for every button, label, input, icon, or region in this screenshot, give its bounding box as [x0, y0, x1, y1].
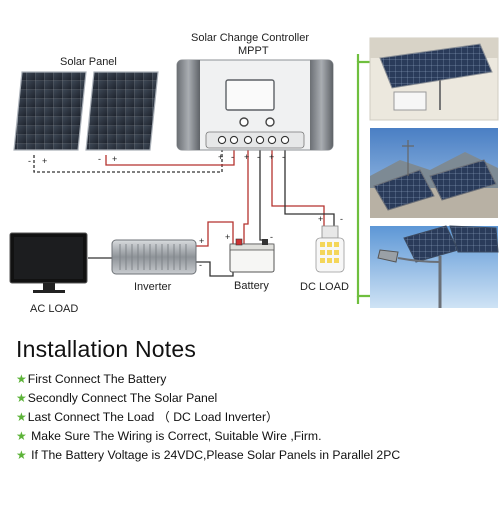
battery-mark-pos: +	[225, 232, 230, 242]
panel-negative-wire	[33, 150, 223, 173]
solar-panel-right	[85, 71, 159, 151]
controller-mark-3: +	[244, 152, 249, 162]
battery-label: Battery	[234, 280, 269, 292]
dc-load-mark-neg: -	[340, 214, 343, 224]
star-icon: ★	[16, 372, 27, 386]
dc-load-mark-pos: +	[318, 214, 323, 224]
controller-terminals	[217, 135, 290, 145]
note-item: ★Last Connect The Load （ DC Load Inverte…	[16, 408, 400, 427]
panel-right-mark-neg: -	[98, 154, 101, 164]
solar-panel-label: Solar Panel	[60, 56, 117, 68]
note-text: First Connect The Battery	[27, 372, 167, 386]
battery-negative-wire	[259, 150, 265, 244]
controller-button-right	[265, 117, 275, 127]
controller-button-left	[239, 117, 249, 127]
inverter-unit	[111, 239, 197, 275]
load-positive-wire	[271, 150, 325, 226]
note-text: Make Sure The Wiring is Correct, Suitabl…	[27, 429, 322, 443]
controller-right-fin	[310, 60, 333, 150]
photo-street-light	[370, 225, 499, 308]
inverter-label: Inverter	[134, 281, 172, 293]
controller-mark-5: +	[269, 152, 274, 162]
controller-mark-4: -	[257, 152, 260, 162]
solar-panel-group	[13, 71, 159, 151]
battery-positive-wire	[243, 150, 249, 244]
ac-load-label: AC LOAD	[30, 303, 79, 315]
controller-mark-2: -	[231, 152, 234, 162]
dc-load-label: DC LOAD	[300, 281, 349, 293]
controller-terminal-strip	[205, 131, 305, 149]
note-text: Last Connect The Load （ DC Load Inverter…	[27, 410, 279, 424]
note-text: If The Battery Voltage is 24VDC,Please S…	[27, 448, 401, 462]
panel-right-mark-pos: +	[112, 154, 117, 164]
controller-title: Solar Change Controller	[191, 32, 310, 44]
controller-mark-6: -	[282, 152, 285, 162]
note-item: ★ Make Sure The Wiring is Correct, Suita…	[16, 427, 400, 446]
load-negative-wire	[284, 150, 335, 226]
battery-unit	[229, 238, 275, 273]
panel-left-mark-neg: -	[28, 156, 31, 166]
terminal-marks: - + - + + - + - + - + - + - + -	[28, 152, 343, 270]
star-icon: ★	[16, 391, 27, 405]
note-text: Secondly Connect The Solar Panel	[27, 391, 218, 405]
star-icon: ★	[16, 429, 27, 443]
photo-rooftop	[369, 37, 499, 121]
controller-lcd	[225, 79, 275, 111]
ac-load-monitor	[9, 232, 88, 293]
installation-notes-title: Installation Notes	[16, 336, 197, 362]
controller-left-fin	[177, 60, 200, 150]
star-icon: ★	[16, 410, 27, 424]
inverter-positive-wire	[196, 221, 234, 247]
controller-subtitle: MPPT	[238, 45, 269, 57]
application-bracket	[356, 54, 370, 304]
inverter-mark-neg: -	[199, 260, 202, 270]
solar-panel-left	[13, 71, 87, 151]
note-item: ★First Connect The Battery	[16, 370, 400, 389]
panel-positive-wire	[105, 150, 235, 166]
panel-left-mark-pos: +	[42, 156, 47, 166]
inverter-negative-wire	[196, 261, 234, 277]
note-item: ★Secondly Connect The Solar Panel	[16, 389, 400, 408]
battery-mark-neg: -	[270, 232, 273, 242]
photo-solar-farm	[370, 128, 498, 218]
controller-mark-1: +	[218, 152, 223, 162]
note-item: ★ If The Battery Voltage is 24VDC,Please…	[16, 446, 400, 465]
charge-controller	[176, 59, 334, 151]
star-icon: ★	[16, 448, 27, 462]
dc-load-bulb	[315, 225, 345, 273]
inverter-mark-pos: +	[199, 236, 204, 246]
installation-notes-list: ★First Connect The Battery ★Secondly Con…	[16, 370, 400, 465]
